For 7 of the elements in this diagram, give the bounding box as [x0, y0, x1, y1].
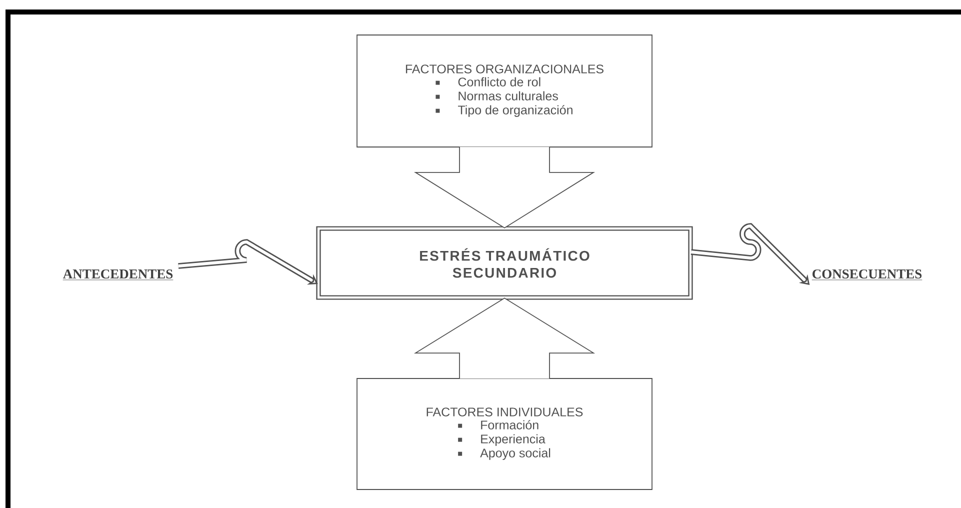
central-box: ESTRÉS TRAUMÁTICO SECUNDARIO	[316, 226, 693, 300]
block-arrow	[414, 298, 596, 380]
block-arrow	[414, 146, 596, 228]
factor-box: FACTORES INDIVIDUALES Formación Experiencia Apoyo social	[356, 378, 652, 490]
side-label: ANTECEDENTES	[62, 269, 174, 280]
side-label: CONSECUENTES	[812, 269, 922, 280]
factor-box: FACTORES ORGANIZACIONALES Conflicto de rol Normas culturales Tipo de organización	[356, 34, 652, 148]
